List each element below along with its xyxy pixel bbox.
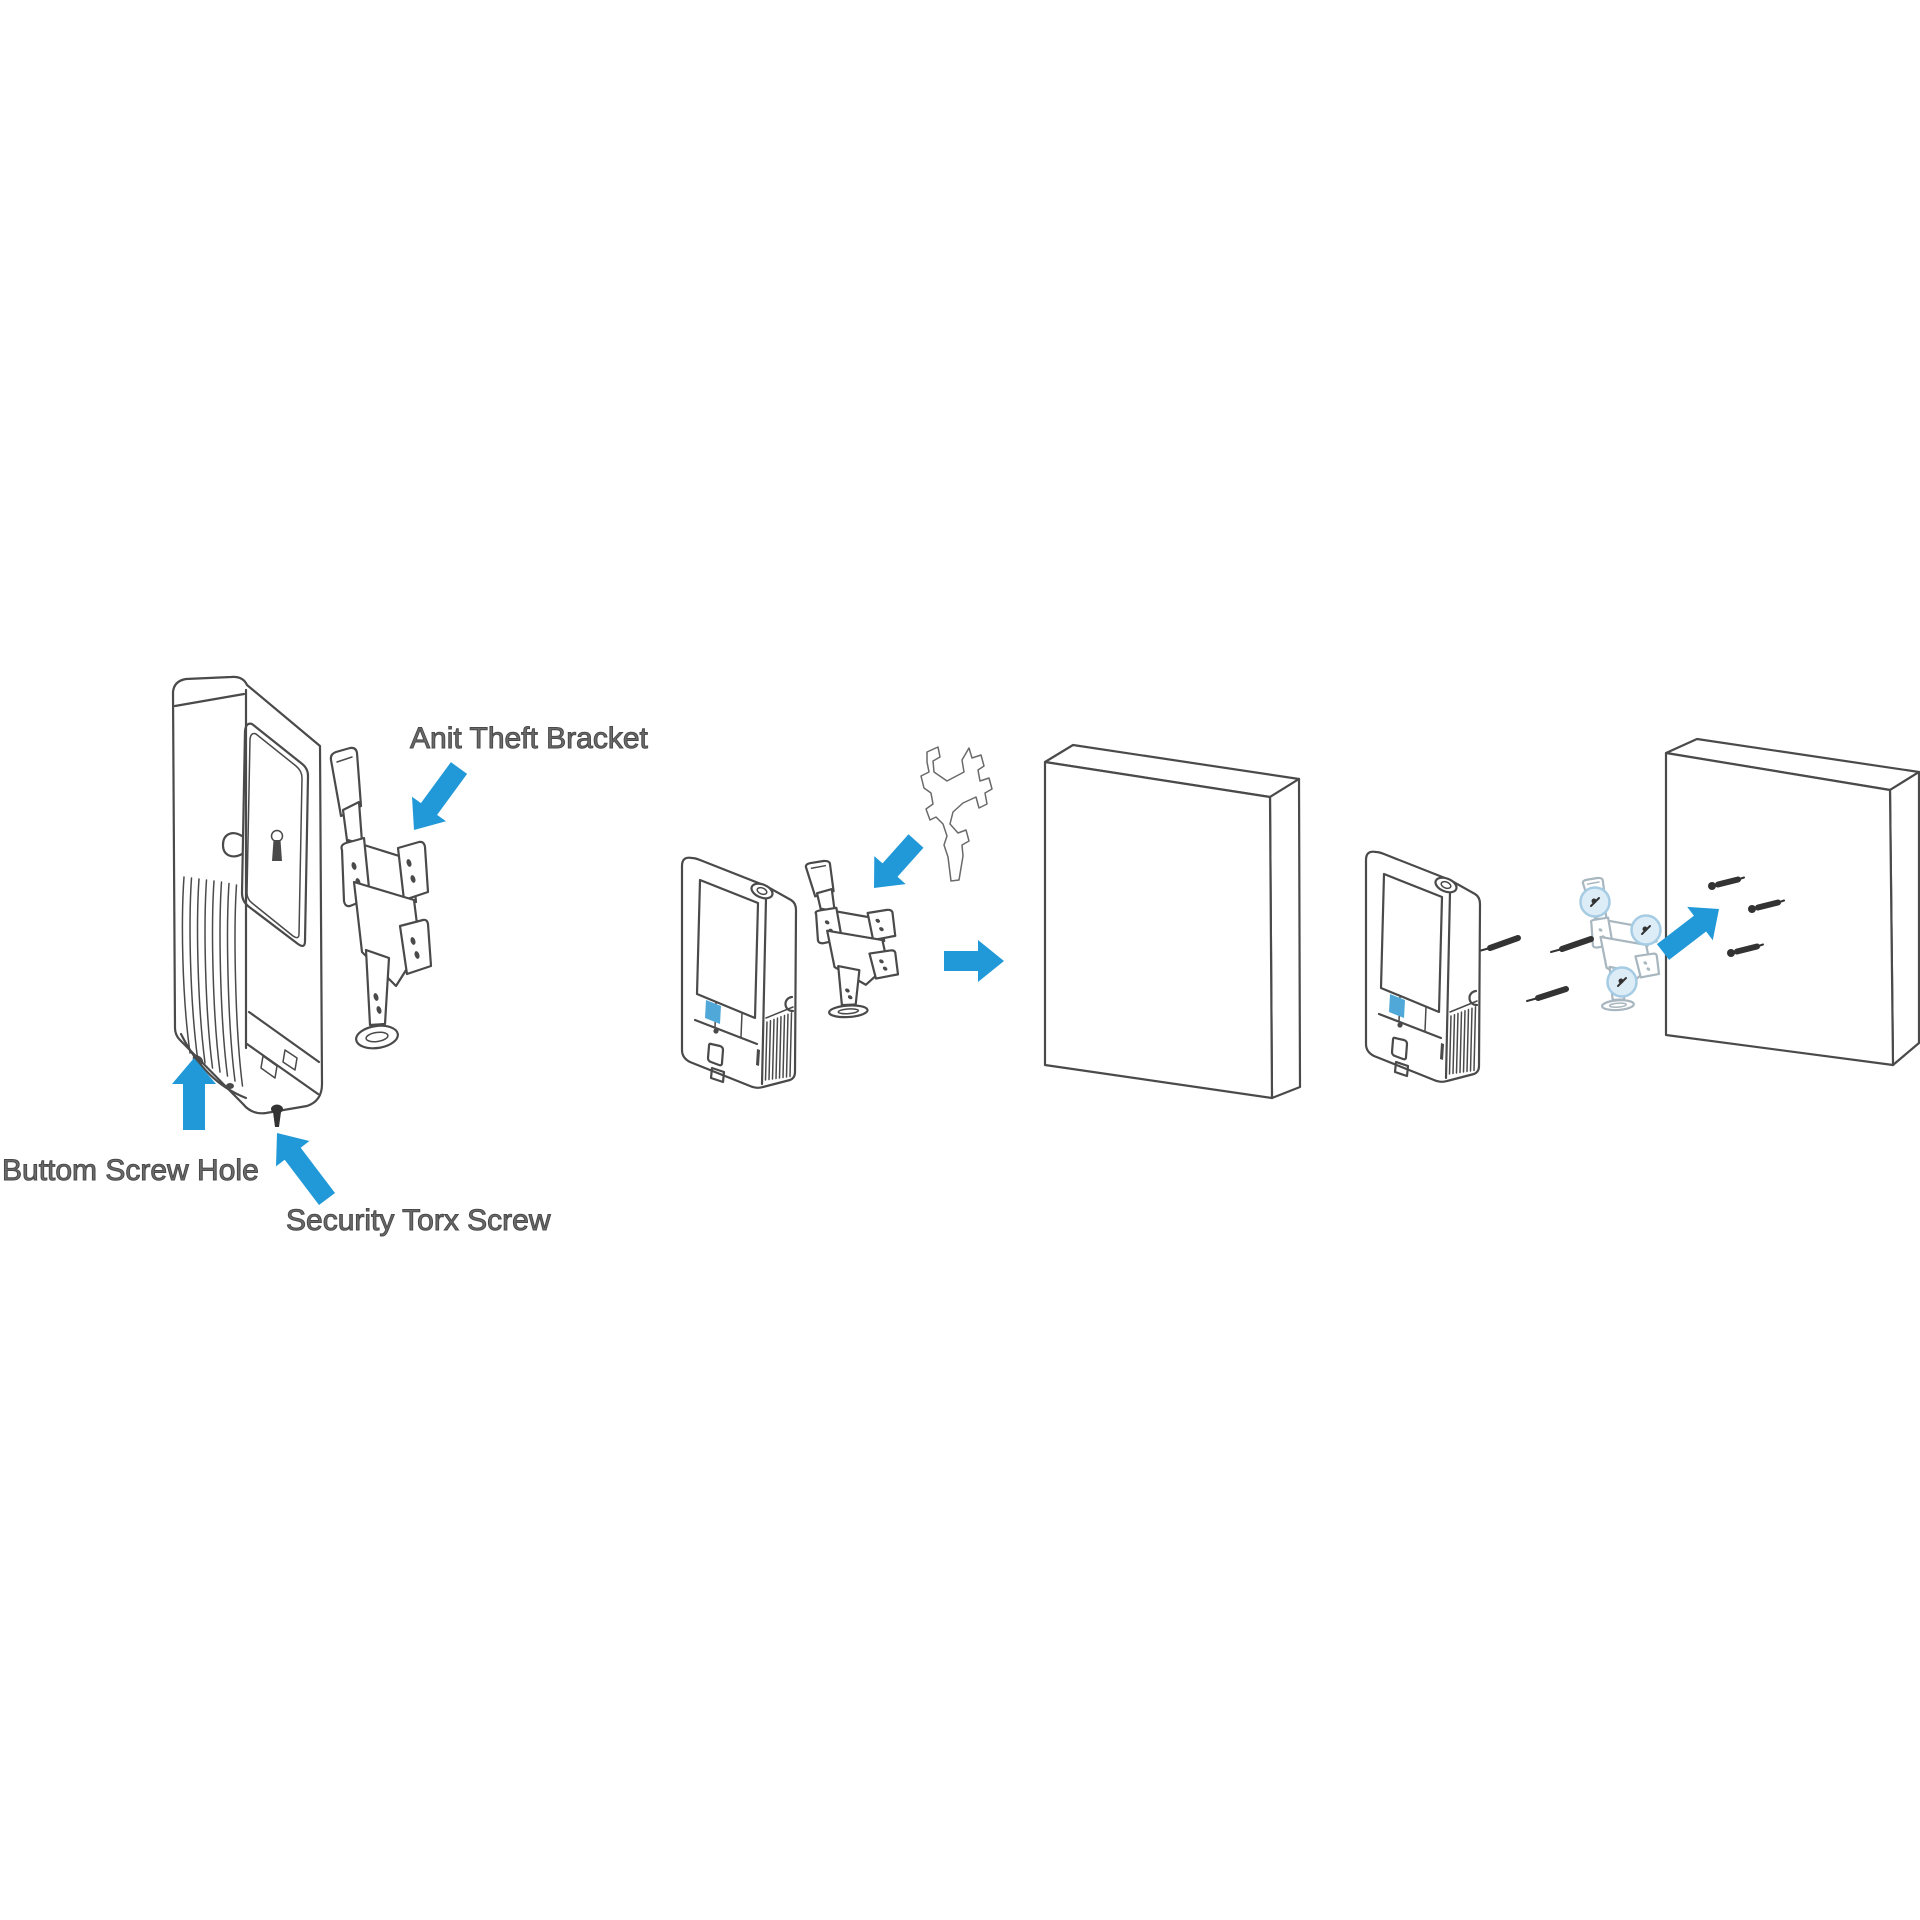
screw [1551,939,1591,952]
arrow-to-bracket [412,762,468,830]
security-torx-screw-label: Security Torx Screw [286,1204,551,1237]
hanging-hook [223,833,242,856]
device-rear-view [173,677,322,1113]
wall-anchor [1709,878,1745,890]
arrow-bracket-down-left [874,834,924,888]
arrow-to-security-screw [276,1133,335,1205]
wall-block [1666,739,1919,1065]
mounting-screws [1479,938,1591,1001]
device-front-view [680,856,798,1089]
step-place-bracket-on-wall [680,745,1300,1098]
step-screw-to-wall [1364,739,1919,1083]
anti-theft-bracket [329,746,433,1052]
arrow-toward-wall [944,940,1004,982]
arrow-to-bottom-screw-hole [172,1058,216,1130]
bracket-silhouette [921,747,992,881]
step-attach-anti-theft-bracket: Anit Theft Bracket Buttom Screw Hole Sec… [2,677,649,1238]
screw-point-highlights [1581,888,1661,997]
screw [1527,989,1566,1001]
wall-anchor [1749,901,1785,913]
anti-theft-bracket-label: Anit Theft Bracket [410,722,649,755]
mounting-recess-panel [242,724,308,946]
wall-anchor [1728,945,1764,957]
device-front-view [1364,850,1482,1083]
wall-anchors [1709,878,1785,957]
wall-block [1045,745,1300,1098]
screw [1479,938,1518,951]
vent-slats [181,877,246,1098]
arrow-toward-wall [1656,906,1719,960]
bottom-screw-hole-label: Buttom Screw Hole [2,1154,259,1187]
security-torx-screw-icon [271,1104,283,1127]
